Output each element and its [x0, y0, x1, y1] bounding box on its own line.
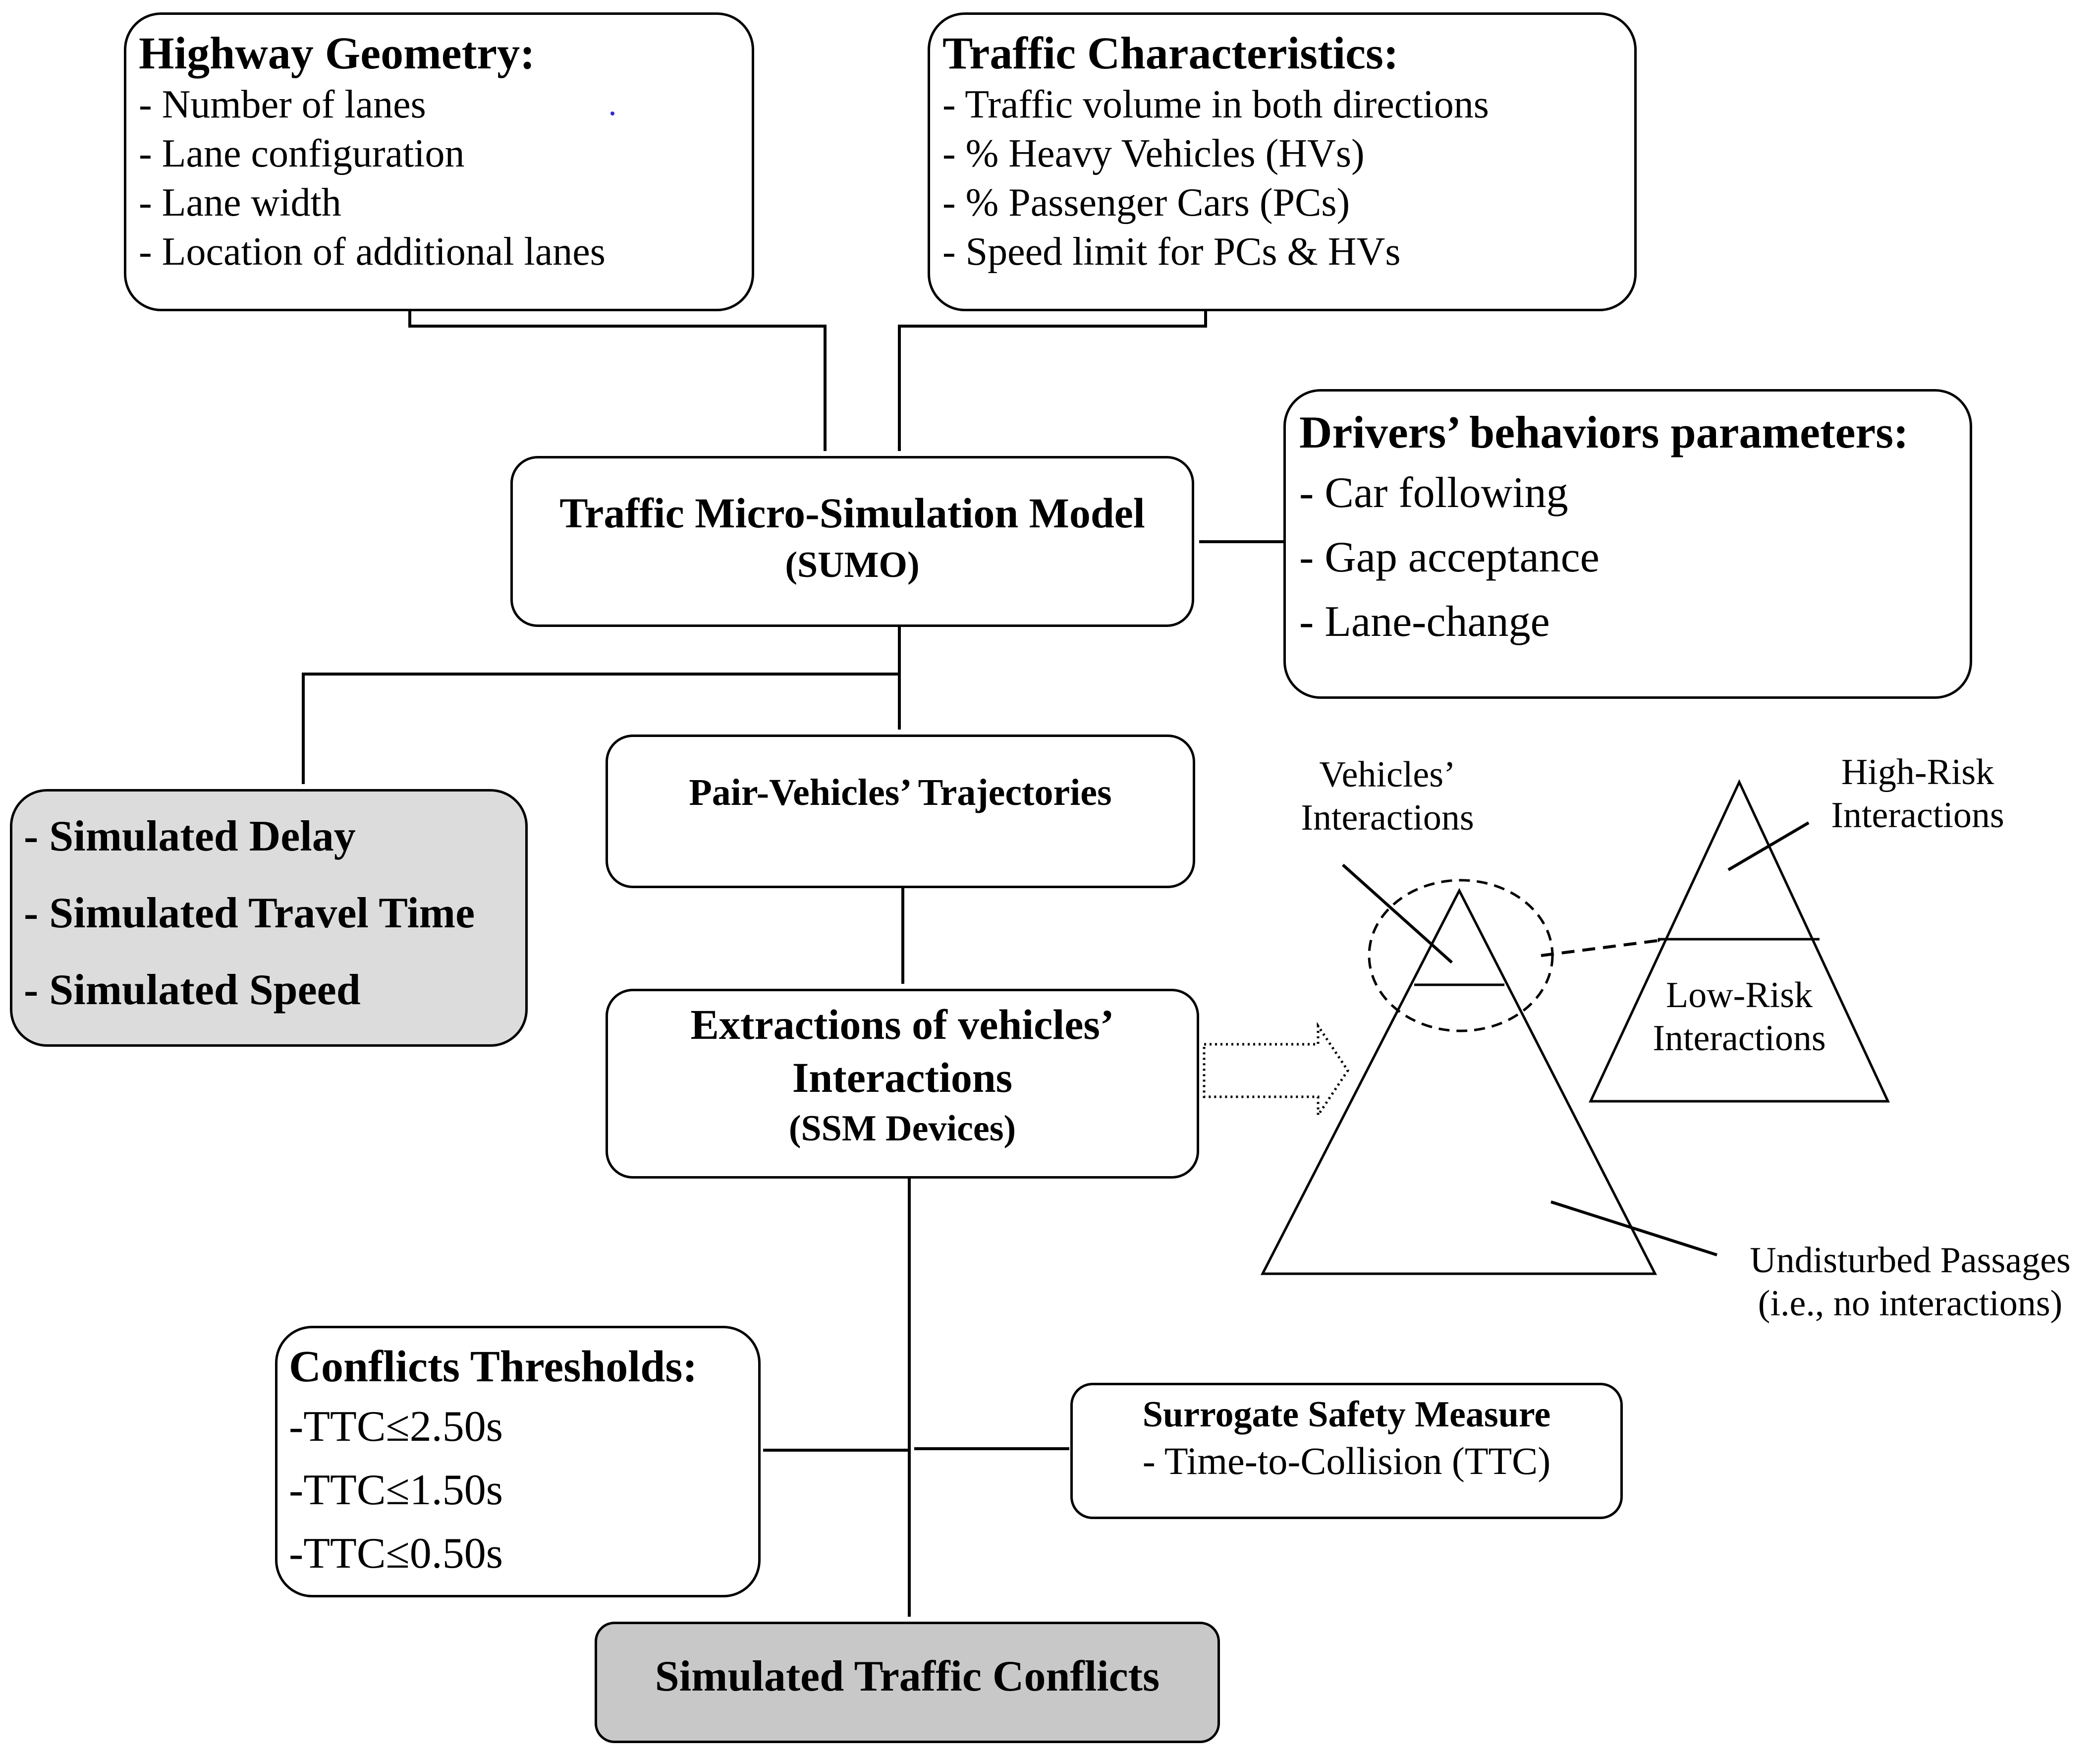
simulated-outputs-content: - Simulated Delay - Simulated Travel Tim…	[24, 798, 475, 1028]
surrogate-measure-item: - Time-to-Collision (TTC)	[1142, 1439, 1551, 1482]
highway-geometry-content: Highway Geometry: - Number of lanes - La…	[139, 26, 606, 277]
low-risk-line: Low-Risk	[1666, 975, 1813, 1016]
drivers-behaviors-item: - Lane-change	[1299, 598, 1550, 646]
drivers-behaviors-item: - Gap acceptance	[1299, 533, 1600, 581]
traffic-characteristics-item: - % Passenger Cars (PCs)	[942, 181, 1350, 225]
highway-geometry-item: - Lane width	[139, 181, 341, 225]
simulated-output-item: - Simulated Delay	[24, 812, 356, 860]
trajectories-box	[606, 735, 1195, 888]
undisturbed-pointer	[1550, 1200, 1717, 1256]
high-risk-line: Interactions	[1831, 794, 2004, 836]
undisturbed-line: Undisturbed Passages	[1750, 1240, 2071, 1281]
traffic-characteristics-item: - Speed limit for PCs & HVs	[942, 230, 1401, 274]
simulation-model-title: Traffic Micro-Simulation Model	[559, 489, 1145, 537]
zoom-dashed-arrow	[1541, 939, 1661, 957]
high-risk-label: High-Risk Interactions	[1814, 751, 2022, 837]
conflicts-thresholds-title: Conflicts Thresholds:	[289, 1342, 698, 1391]
drivers-behaviors-title: Drivers’ behaviors parameters:	[1299, 407, 1909, 457]
threshold-item: -TTC≤2.50s	[289, 1403, 503, 1451]
traffic-characteristics-title: Traffic Characteristics:	[942, 28, 1399, 78]
vehicles-interactions-line: Interactions	[1301, 797, 1474, 838]
drivers-behaviors-box	[1283, 389, 1972, 699]
trajectories-title: Pair-Vehicles’ Trajectories	[689, 772, 1112, 813]
highway-geometry-item: - Number of lanes	[139, 83, 426, 126]
traffic-characteristics-item: - Traffic volume in both directions	[942, 83, 1489, 126]
vehicles-interactions-pointer	[1341, 863, 1453, 964]
extractions-box	[606, 989, 1199, 1179]
high-risk-line: High-Risk	[1841, 752, 1994, 792]
stray-blue-dot	[610, 112, 614, 115]
conflicts-thresholds-box	[275, 1326, 761, 1597]
traffic-characteristics-box	[928, 12, 1637, 311]
threshold-item: -TTC≤0.50s	[289, 1529, 503, 1578]
dotted-hollow-arrow	[1203, 1021, 1350, 1120]
threshold-item: -TTC≤1.50s	[289, 1466, 503, 1514]
highlight-ellipse	[1368, 879, 1554, 1032]
large-pyramid-outline	[1260, 888, 1658, 1275]
highway-geometry-box	[124, 12, 754, 311]
model-to-outputs-connector	[301, 673, 899, 785]
traffic-characteristics-content: Traffic Characteristics: - Traffic volum…	[942, 26, 1489, 277]
undisturbed-label: Undisturbed Passages (i.e., no interacti…	[1722, 1239, 2099, 1325]
simulation-model-box	[510, 456, 1194, 627]
high-risk-pointer	[1727, 821, 1810, 871]
simulated-output-item: - Simulated Travel Time	[24, 889, 475, 937]
simulated-conflicts-title: Simulated Traffic Conflicts	[655, 1652, 1160, 1700]
simulated-output-item: - Simulated Speed	[24, 966, 361, 1014]
simulated-outputs-box	[10, 789, 528, 1047]
extractions-subtitle: (SSM Devices)	[788, 1108, 1016, 1149]
vehicles-interactions-line: Vehicles’	[1319, 754, 1456, 795]
conflicts-thresholds-content: Conflicts Thresholds: -TTC≤2.50s -TTC≤1.…	[289, 1338, 697, 1585]
surrogate-measure-title: Surrogate Safety Measure	[1142, 1394, 1551, 1435]
undisturbed-line: (i.e., no interactions)	[1758, 1283, 2063, 1324]
extractions-title-line1: Extractions of vehicles’	[690, 1001, 1114, 1048]
simulation-model-subtitle: (SUMO)	[785, 545, 920, 585]
geometry-to-model-connector	[408, 311, 827, 452]
extractions-title-line2: Interactions	[792, 1054, 1013, 1101]
drivers-behaviors-content: Drivers’ behaviors parameters: - Car fol…	[1299, 404, 1909, 654]
highway-geometry-title: Highway Geometry:	[139, 28, 535, 78]
characteristics-to-model-connector	[897, 311, 1207, 452]
traffic-characteristics-item: - % Heavy Vehicles (HVs)	[942, 132, 1365, 175]
low-risk-line: Interactions	[1653, 1018, 1826, 1059]
highway-geometry-item: - Location of additional lanes	[139, 230, 606, 274]
highway-geometry-item: - Lane configuration	[139, 132, 465, 175]
simulated-conflicts-box	[595, 1622, 1220, 1743]
surrogate-measure-box	[1070, 1383, 1623, 1519]
vehicles-interactions-label: Vehicles’ Interactions	[1288, 753, 1487, 839]
drivers-behaviors-item: - Car following	[1299, 469, 1568, 517]
zoomed-pyramid-outline	[1589, 779, 1890, 1103]
low-risk-label: Low-Risk Interactions	[1630, 974, 1848, 1060]
